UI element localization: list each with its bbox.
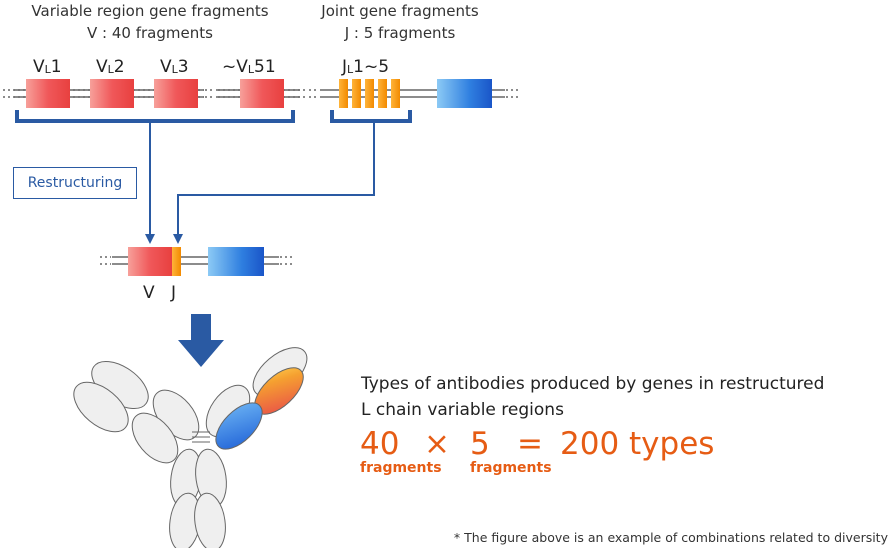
j-segment-5 <box>391 79 400 108</box>
result-v-label: V <box>143 283 155 303</box>
joint-gene-title: Joint gene fragments <box>321 2 479 20</box>
calc-result: 200 types <box>560 426 715 462</box>
calc-a: 40 <box>360 426 400 462</box>
calc-times: × <box>424 426 450 462</box>
j-segment-restructured <box>172 247 181 276</box>
j-segment-2 <box>352 79 361 108</box>
variable-region-title: Variable region gene fragments <box>31 2 269 20</box>
v-segment-3 <box>154 79 198 108</box>
fc-lower-right <box>194 492 226 548</box>
variable-region-count: V : 40 fragments <box>87 24 213 42</box>
j-segment-3 <box>365 79 374 108</box>
j-label: JL1~5 <box>342 57 390 77</box>
c-segment-top <box>437 79 492 108</box>
v-bracket <box>15 110 295 123</box>
light-chain-left-inner <box>131 412 179 464</box>
light-chain-constant-blue <box>215 402 263 450</box>
calc-equals: = <box>517 426 543 462</box>
description-line-2: L chain variable regions <box>361 400 564 420</box>
joint-gene-header: Joint gene fragments J : 5 fragments <box>300 0 500 44</box>
v-segment-restructured <box>128 247 172 276</box>
footnote: * The figure above is an example of comb… <box>453 530 888 545</box>
description: Types of antibodies produced by genes in… <box>361 371 824 423</box>
v-segment-1 <box>26 79 70 108</box>
j-segment-4 <box>378 79 387 108</box>
down-arrow <box>178 314 224 367</box>
v-label-1: VL1 <box>33 57 62 77</box>
description-line-1: Types of antibodies produced by genes in… <box>361 374 825 394</box>
v-label-51: ~VL51 <box>222 57 276 77</box>
v-arrowhead <box>145 234 155 244</box>
v-segment-2 <box>90 79 134 108</box>
j-bracket <box>330 110 412 123</box>
v-label-2: VL2 <box>96 57 125 77</box>
v-label-3: VL3 <box>160 57 189 77</box>
v-segment-51 <box>240 79 284 108</box>
j-segment-1 <box>339 79 348 108</box>
j-arrowhead <box>173 234 183 244</box>
calc-b-unit: fragments <box>470 460 552 476</box>
c-segment-restructured <box>208 247 264 276</box>
joint-gene-count: J : 5 fragments <box>344 24 456 42</box>
calc-a-unit: fragments <box>360 460 442 476</box>
variable-region-header: Variable region gene fragments V : 40 fr… <box>10 0 290 44</box>
light-chain-left-outer <box>73 381 129 433</box>
restructuring-label: Restructuring <box>13 167 137 199</box>
calc-b: 5 <box>470 426 490 462</box>
result-j-label: J <box>171 283 177 303</box>
j-connector <box>177 121 375 236</box>
antibody-illustration <box>73 347 308 548</box>
